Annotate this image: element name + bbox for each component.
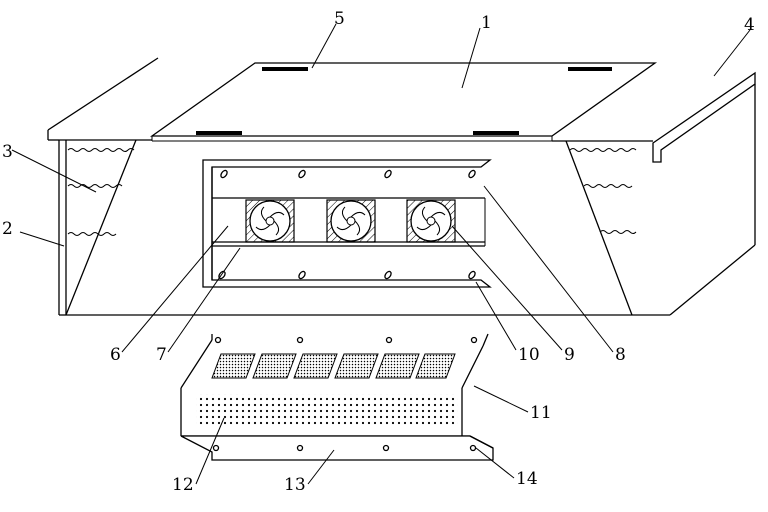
mount-hole — [212, 444, 220, 452]
cover-slot — [568, 67, 612, 71]
mount-hole — [214, 336, 222, 344]
vent-window — [334, 353, 379, 379]
pin — [220, 169, 228, 179]
pin — [298, 270, 306, 280]
pin — [298, 169, 306, 179]
cover-slot — [262, 67, 308, 71]
callout-10: 10 — [518, 345, 540, 365]
fan — [245, 199, 295, 243]
callout-6: 6 — [110, 345, 121, 365]
fan — [326, 199, 376, 243]
callout-2: 2 — [2, 219, 13, 239]
vent-window — [211, 353, 256, 379]
callout-14: 14 — [516, 469, 538, 489]
callout-4: 4 — [744, 15, 755, 35]
vent-window — [252, 353, 297, 379]
frame-pins — [218, 169, 476, 280]
cover-slot — [196, 131, 242, 135]
springs-right — [569, 148, 637, 234]
callout-9: 9 — [564, 345, 575, 365]
pin — [384, 270, 392, 280]
mount-hole — [385, 336, 393, 344]
springs-left — [67, 148, 135, 236]
callout-3: 3 — [2, 142, 13, 162]
callouts: 1 2 3 4 5 6 7 8 9 10 11 12 13 14 — [2, 9, 755, 495]
cover-slot — [473, 131, 519, 135]
vent-window — [415, 353, 456, 379]
perforated-band — [196, 394, 458, 426]
mount-hole — [470, 336, 478, 344]
callout-8: 8 — [615, 345, 626, 365]
mount-hole — [469, 444, 477, 452]
mount-hole — [296, 444, 304, 452]
vent-window — [375, 353, 420, 379]
callout-12: 12 — [172, 475, 194, 495]
callout-1: 1 — [481, 13, 492, 33]
pin — [468, 270, 476, 280]
callout-5: 5 — [334, 9, 345, 29]
callout-7: 7 — [156, 345, 167, 365]
vent-window — [293, 353, 338, 379]
pin — [384, 169, 392, 179]
fan — [406, 199, 456, 243]
left-rail — [47, 57, 159, 316]
callout-11: 11 — [530, 403, 552, 423]
right-rail — [552, 71, 756, 316]
mount-hole — [382, 444, 390, 452]
callout-13: 13 — [284, 475, 306, 495]
grille-plate — [180, 333, 494, 461]
leader-lines — [11, 23, 751, 485]
pin — [468, 169, 476, 179]
top-cover-plate — [149, 62, 658, 142]
mount-hole — [296, 336, 304, 344]
